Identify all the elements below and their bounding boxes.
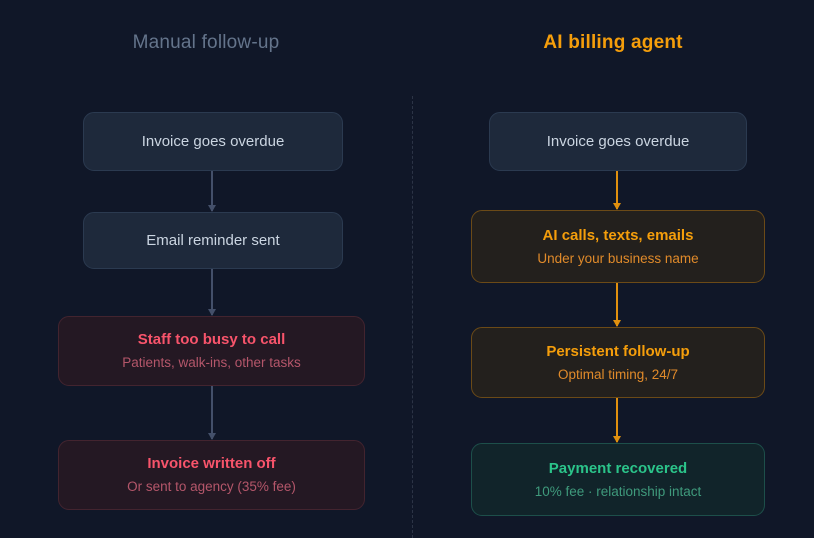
node-manual-email-reminder[interactable]: Email reminder sent <box>83 212 343 269</box>
arrow-manual-3 <box>206 386 218 440</box>
column-ai-billing-agent: AI billing agent Invoice goes overdue AI… <box>412 0 814 538</box>
column-manual-follow-up: Manual follow-up Invoice goes overdue Em… <box>58 32 365 510</box>
node-ai-invoice-overdue[interactable]: Invoice goes overdue <box>489 112 747 171</box>
node-title: Invoice written off <box>147 455 276 472</box>
column-header-manual: Manual follow-up <box>132 32 280 53</box>
node-title: Staff too busy to call <box>137 331 286 348</box>
node-title: AI calls, texts, emails <box>542 226 694 244</box>
arrow-manual-1 <box>206 171 218 212</box>
arrow-ai-3 <box>611 398 623 443</box>
node-subtitle: Under your business name <box>537 250 699 266</box>
node-subtitle: Or sent to agency (35% fee) <box>127 479 296 494</box>
arrow-ai-2 <box>611 283 623 327</box>
node-title: Email reminder sent <box>146 231 280 249</box>
node-title: Invoice goes overdue <box>546 132 690 150</box>
node-title: Invoice goes overdue <box>141 132 285 150</box>
column-divider <box>412 96 413 538</box>
arrow-manual-2 <box>206 269 218 316</box>
node-title: Persistent follow-up <box>546 342 690 360</box>
arrow-ai-1 <box>611 171 623 210</box>
node-manual-invoice-overdue[interactable]: Invoice goes overdue <box>83 112 343 171</box>
node-ai-payment-recovered[interactable]: Payment recovered 10% fee · relationship… <box>471 443 765 516</box>
node-manual-staff-too-busy[interactable]: Staff too busy to call Patients, walk-in… <box>58 316 365 386</box>
node-subtitle: Patients, walk-ins, other tasks <box>122 355 301 370</box>
node-ai-calls-texts-emails[interactable]: AI calls, texts, emails Under your busin… <box>471 210 765 283</box>
node-subtitle: Optimal timing, 24/7 <box>557 366 679 382</box>
node-manual-invoice-written-off[interactable]: Invoice written off Or sent to agency (3… <box>58 440 365 510</box>
node-ai-persistent-follow-up[interactable]: Persistent follow-up Optimal timing, 24/… <box>471 327 765 398</box>
column-header-ai-agent: AI billing agent <box>543 32 683 53</box>
node-subtitle: 10% fee · relationship intact <box>534 483 702 499</box>
node-title: Payment recovered <box>548 459 688 477</box>
